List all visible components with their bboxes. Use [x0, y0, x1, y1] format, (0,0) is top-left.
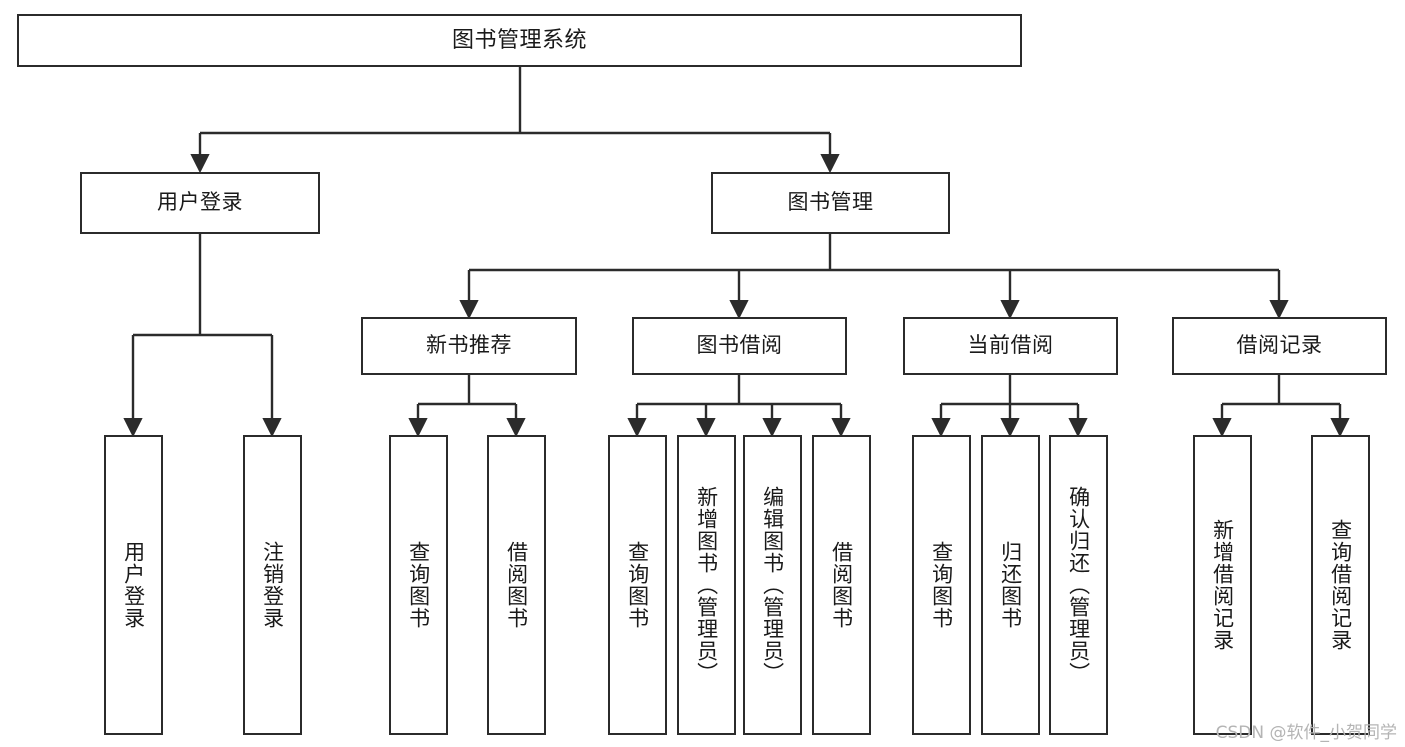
node-label: 新增借阅记录 — [1210, 519, 1235, 651]
node-label: 图书管理 — [787, 190, 874, 215]
node-label: 查询图书 — [625, 541, 650, 629]
node-label: 新增图书（管理员） — [694, 486, 719, 684]
node-leaf-confirm-return-admin[interactable]: 确认归还（管理员） — [1049, 435, 1108, 735]
node-leaf-borrow-book[interactable]: 借阅图书 — [812, 435, 871, 735]
node-label: 借阅图书 — [504, 541, 529, 629]
node-leaf-query-borrow-record[interactable]: 查询借阅记录 — [1311, 435, 1370, 735]
node-label: 查询借阅记录 — [1328, 519, 1353, 651]
node-root-book-management-system[interactable]: 图书管理系统 — [17, 14, 1022, 67]
node-leaf-add-borrow-record[interactable]: 新增借阅记录 — [1193, 435, 1252, 735]
node-label: 用户登录 — [157, 190, 243, 215]
node-book-management[interactable]: 图书管理 — [711, 172, 950, 234]
node-label: 编辑图书（管理员） — [760, 486, 785, 684]
node-leaf-edit-book-admin[interactable]: 编辑图书（管理员） — [743, 435, 802, 735]
node-leaf-query-book-rec[interactable]: 查询图书 — [389, 435, 448, 735]
node-leaf-add-book-admin[interactable]: 新增图书（管理员） — [677, 435, 736, 735]
node-leaf-borrow-book-rec[interactable]: 借阅图书 — [487, 435, 546, 735]
csdn-watermark: CSDN @软件_小贺同学 — [1215, 723, 1397, 743]
node-leaf-user-login[interactable]: 用户登录 — [104, 435, 163, 735]
node-label: 用户登录 — [121, 541, 146, 629]
node-label: 新书推荐 — [426, 333, 512, 358]
node-label: 借阅图书 — [829, 541, 854, 629]
node-leaf-query-book-current[interactable]: 查询图书 — [912, 435, 971, 735]
node-user-login[interactable]: 用户登录 — [80, 172, 320, 234]
node-current-borrow[interactable]: 当前借阅 — [903, 317, 1118, 375]
node-label: 当前借阅 — [967, 333, 1054, 358]
node-book-borrow[interactable]: 图书借阅 — [632, 317, 847, 375]
node-label: 查询图书 — [406, 541, 431, 629]
node-label: 借阅记录 — [1236, 333, 1323, 358]
node-leaf-query-book-borrow[interactable]: 查询图书 — [608, 435, 667, 735]
node-label: 查询图书 — [929, 541, 954, 629]
node-leaf-logout[interactable]: 注销登录 — [243, 435, 302, 735]
node-label: 图书管理系统 — [451, 27, 587, 53]
node-new-book-recommendation[interactable]: 新书推荐 — [361, 317, 577, 375]
node-label: 确认归还（管理员） — [1066, 486, 1091, 684]
node-label: 图书借阅 — [696, 333, 783, 358]
node-label: 注销登录 — [260, 541, 285, 629]
node-borrow-record[interactable]: 借阅记录 — [1172, 317, 1387, 375]
node-leaf-return-book[interactable]: 归还图书 — [981, 435, 1040, 735]
node-label: 归还图书 — [998, 541, 1023, 629]
